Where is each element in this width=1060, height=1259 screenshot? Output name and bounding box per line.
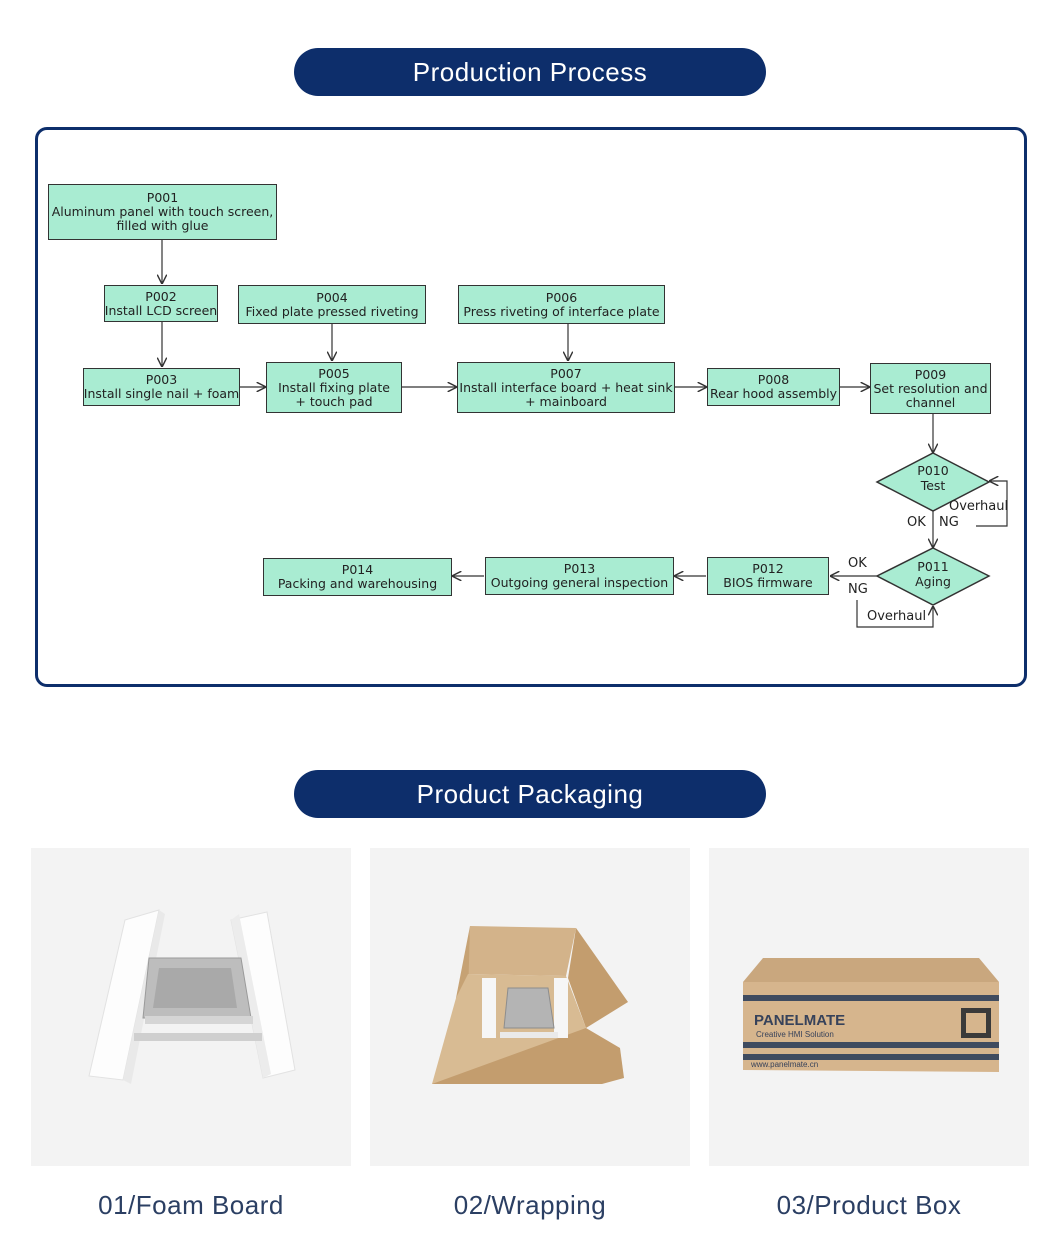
product-box-image: PANELMATE Creative HMI Solution www.pane… xyxy=(709,848,1029,1166)
box-tagline-text: Creative HMI Solution xyxy=(756,1030,834,1039)
node-p006-line1: Press riveting of interface plate xyxy=(463,303,660,319)
node-p008-code: P008 xyxy=(757,372,790,387)
node-p001-code: P001 xyxy=(146,190,179,205)
node-p004: P004 Fixed plate pressed riveting xyxy=(238,285,426,324)
node-p012-line1: BIOS firmware xyxy=(723,575,813,590)
node-p010-line1: Test xyxy=(920,478,946,493)
node-p005: P005 Install fixing plate + touch pad xyxy=(266,362,402,413)
label-ok-aging: OK xyxy=(848,556,867,571)
node-p003-code: P003 xyxy=(145,372,178,387)
node-p006: P006 Press riveting of interface plate xyxy=(458,285,665,324)
caption-foam-board: 01/Foam Board xyxy=(98,1190,284,1220)
label-ok-test: OK xyxy=(907,515,926,530)
node-p012-code: P012 xyxy=(752,561,784,576)
node-p013-line1: Outgoing general inspection xyxy=(490,575,669,590)
node-p007-code: P007 xyxy=(550,365,582,381)
node-p014: P014 Packing and warehousing xyxy=(263,558,452,596)
node-p014-line1: Packing and warehousing xyxy=(277,576,438,591)
caption-product-box: 03/Product Box xyxy=(776,1190,962,1220)
node-p011-line1: Aging xyxy=(915,574,951,589)
edge-p011-overhaul xyxy=(856,600,933,628)
foam-board-image xyxy=(31,848,351,1166)
node-p009-line2: channel xyxy=(905,394,956,410)
node-p009-line1: Set resolution and xyxy=(873,380,988,396)
node-p004-code: P004 xyxy=(316,289,348,305)
node-p007: P007 Install interface board + heat sink… xyxy=(457,362,675,413)
node-p009: P009 Set resolution and channel xyxy=(870,363,991,414)
p011-diamond xyxy=(875,547,991,606)
production-process-heading: Production Process xyxy=(294,48,766,96)
node-p014-code: P014 xyxy=(341,562,374,577)
box-brand-text: PANELMATE xyxy=(754,1012,845,1029)
node-p011-code: P011 xyxy=(917,559,949,574)
edge-p010-overhaul xyxy=(976,481,1008,527)
node-p002: P002 Install LCD screen xyxy=(104,285,218,322)
node-p009-code: P009 xyxy=(914,366,947,382)
node-p010-text: P010 Test xyxy=(903,463,963,493)
node-p007-line2: + mainboard xyxy=(525,393,607,409)
label-ng-aging: NG xyxy=(848,582,868,597)
node-p005-line2: + touch pad xyxy=(295,393,373,409)
node-p008-line1: Rear hood assembly xyxy=(709,386,838,401)
node-p012: P012 BIOS firmware xyxy=(707,557,829,595)
node-p001-line1: Aluminum panel with touch screen, xyxy=(51,204,274,219)
node-p011-text: P011 Aging xyxy=(903,559,963,589)
node-p001: P001 Aluminum panel with touch screen, f… xyxy=(48,184,277,240)
p010-diamond xyxy=(875,452,991,512)
product-packaging-heading: Product Packaging xyxy=(294,770,766,818)
node-p008: P008 Rear hood assembly xyxy=(707,368,840,406)
node-p005-line1: Install fixing plate xyxy=(278,379,390,395)
node-p013-code: P013 xyxy=(563,561,596,576)
node-p004-line1: Fixed plate pressed riveting xyxy=(245,303,419,319)
node-p005-code: P005 xyxy=(318,365,350,381)
node-p007-line1: Install interface board + heat sink xyxy=(459,379,673,395)
caption-wrapping: 02/Wrapping xyxy=(453,1190,607,1220)
node-p006-code: P006 xyxy=(545,289,578,305)
label-ng-test: NG xyxy=(939,515,959,530)
node-p003: P003 Install single nail + foam xyxy=(83,368,240,406)
node-p010-code: P010 xyxy=(917,463,949,478)
node-p002-code: P002 xyxy=(145,288,177,304)
node-p013: P013 Outgoing general inspection xyxy=(485,557,674,595)
wrapping-image xyxy=(370,848,690,1166)
node-p001-line2: filled with glue xyxy=(116,218,209,233)
label-overhaul-aging: Overhaul xyxy=(867,609,927,624)
label-overhaul-test: Overhaul xyxy=(949,499,1009,514)
box-url-text: www.panelmate.cn xyxy=(750,1060,818,1069)
node-p002-line1: Install LCD screen xyxy=(104,302,218,318)
flowchart-connectors xyxy=(0,240,1008,628)
node-p003-line1: Install single nail + foam xyxy=(83,386,240,401)
